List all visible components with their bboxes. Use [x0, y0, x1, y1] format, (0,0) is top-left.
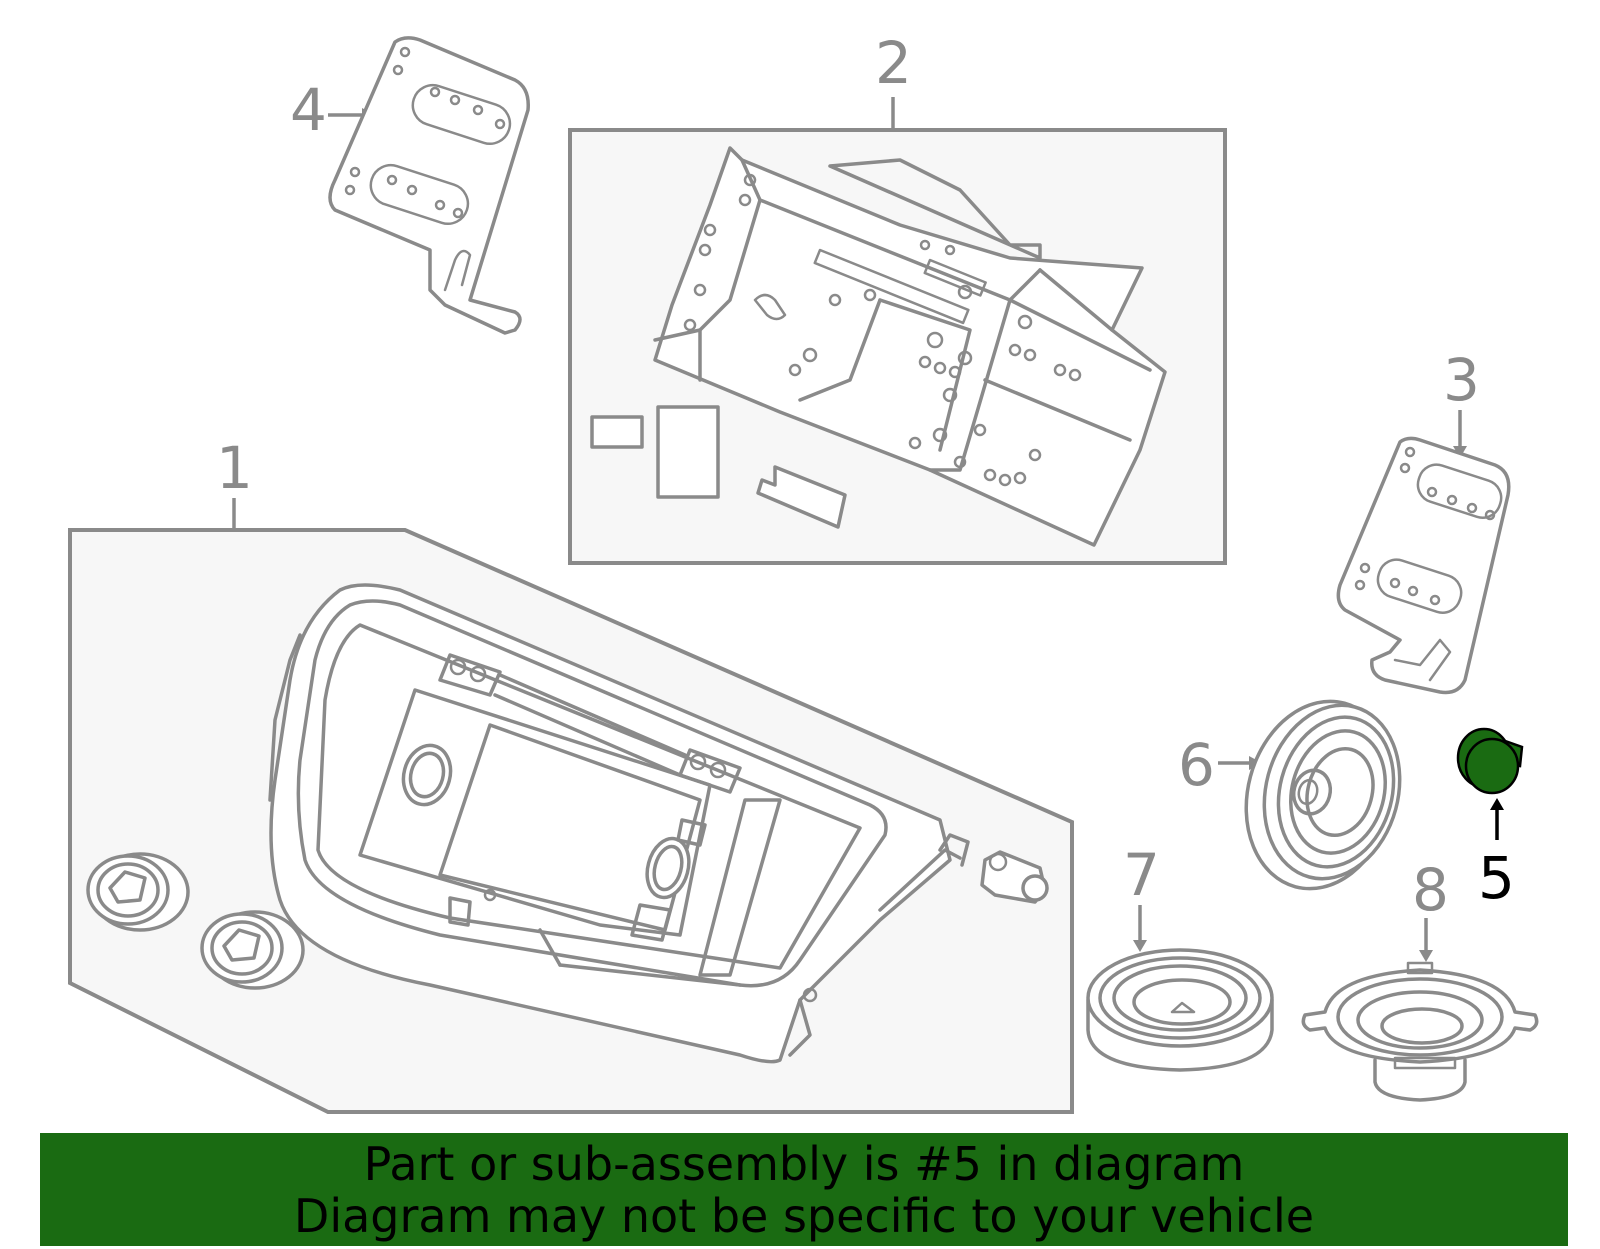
bracket-right-drawing — [1336, 436, 1511, 695]
bracket-left-drawing — [328, 36, 530, 335]
part-2-label-small — [590, 415, 644, 449]
callout-8[interactable]: 8 — [1412, 856, 1449, 924]
knob-left — [86, 852, 190, 932]
part-2-clip — [756, 465, 847, 529]
callout-7[interactable]: 7 — [1123, 841, 1160, 909]
part-2-group[interactable]: 2 — [568, 29, 1227, 565]
part-5-group[interactable]: 5 — [1456, 727, 1524, 912]
callout-2[interactable]: 2 — [875, 29, 912, 97]
banner-line-2: Diagram may not be specific to your vehi… — [293, 1188, 1315, 1243]
callout-1[interactable]: 1 — [216, 434, 253, 502]
speaker-8-drawing — [1301, 961, 1539, 1102]
part-5-drawing — [1456, 727, 1524, 795]
part-6-group[interactable]: 6 — [1178, 685, 1419, 906]
bulb-connector — [980, 850, 1049, 904]
part-3-group[interactable]: 3 — [1336, 346, 1511, 695]
speaker-7-drawing — [1086, 948, 1274, 1072]
info-banner: Part or sub-assembly is #5 in diagram Di… — [40, 1133, 1568, 1246]
part-7-arrowhead — [1133, 940, 1147, 952]
radio-chassis-drawing — [653, 146, 1167, 547]
part-1-group[interactable]: 1 — [68, 434, 1074, 1114]
callout-5[interactable]: 5 — [1478, 844, 1515, 912]
callout-4[interactable]: 4 — [290, 76, 327, 144]
part-8-group[interactable]: 8 — [1301, 856, 1539, 1102]
speaker-6-drawing — [1244, 699, 1402, 891]
part-5-arrowhead — [1490, 798, 1504, 810]
part-7-group[interactable]: 7 — [1086, 841, 1274, 1072]
callout-6[interactable]: 6 — [1178, 731, 1215, 799]
banner-line-1: Part or sub-assembly is #5 in diagram — [363, 1136, 1245, 1191]
part-2-label-tall — [656, 405, 720, 499]
front-panel-drawing — [268, 583, 970, 1064]
knob-right — [200, 910, 305, 990]
part-4-group[interactable]: 4 — [290, 36, 530, 335]
part-8-arrowhead — [1419, 950, 1433, 962]
callout-3[interactable]: 3 — [1443, 346, 1480, 414]
